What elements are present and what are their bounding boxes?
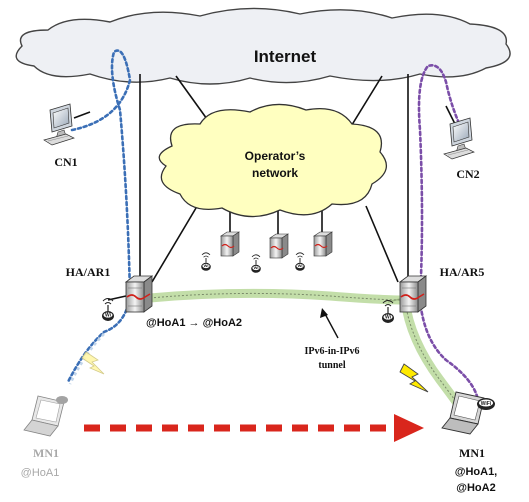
hoa-change-label: @HoA1 → @HoA2 bbox=[146, 317, 242, 329]
tunnel-pointer-arrow bbox=[323, 311, 339, 339]
operator-ap-icon bbox=[294, 252, 306, 272]
lightning-icon bbox=[399, 363, 429, 393]
ha-ar1-label: HA/AR1 bbox=[66, 265, 111, 279]
operator-network-line1: Operator’s bbox=[245, 149, 306, 163]
tunnel-label-line1: IPv6-in-IPv6 bbox=[305, 346, 360, 357]
cn2-desktop-icon bbox=[443, 117, 475, 160]
mn1-new-laptop-icon: WiFi bbox=[441, 391, 495, 435]
internet-label: Internet bbox=[254, 47, 317, 66]
cn1-desktop-icon bbox=[43, 103, 75, 146]
cn2-label: CN2 bbox=[456, 167, 479, 181]
operator-network-cloud bbox=[158, 103, 388, 218]
ha-ar5-label: HA/AR5 bbox=[440, 265, 485, 279]
operator-ap-icon bbox=[250, 254, 262, 274]
ha-ar1-router-icon bbox=[125, 275, 153, 313]
svg-text:WiFi: WiFi bbox=[481, 401, 492, 407]
mn1-new-address-1: @HoA1, bbox=[455, 466, 498, 478]
operator-server-icon bbox=[220, 231, 240, 257]
operator-ap-icon bbox=[200, 252, 212, 272]
lightning-icon bbox=[81, 351, 105, 375]
cn1-label: CN1 bbox=[54, 155, 77, 169]
mn1-new-label: MN1 bbox=[459, 446, 485, 460]
mn1-old-label: MN1 bbox=[33, 446, 59, 460]
operator-server-icon bbox=[269, 233, 289, 259]
operator-server-icon bbox=[313, 231, 333, 257]
mn1-old-laptop-icon bbox=[23, 395, 68, 437]
cn1-route-path bbox=[66, 49, 132, 384]
mn1-old-address: @HoA1 bbox=[21, 467, 60, 479]
cn2-route-path bbox=[417, 64, 480, 402]
operator-network-line2: network bbox=[252, 166, 298, 180]
ha-ar5-router-icon bbox=[399, 275, 427, 313]
ha-ar1-wifi-ap-icon bbox=[101, 297, 115, 322]
internet-cloud bbox=[15, 7, 511, 85]
mn1-new-address-2: @HoA2 bbox=[456, 482, 495, 494]
tunnel-label-line2: tunnel bbox=[318, 360, 345, 371]
